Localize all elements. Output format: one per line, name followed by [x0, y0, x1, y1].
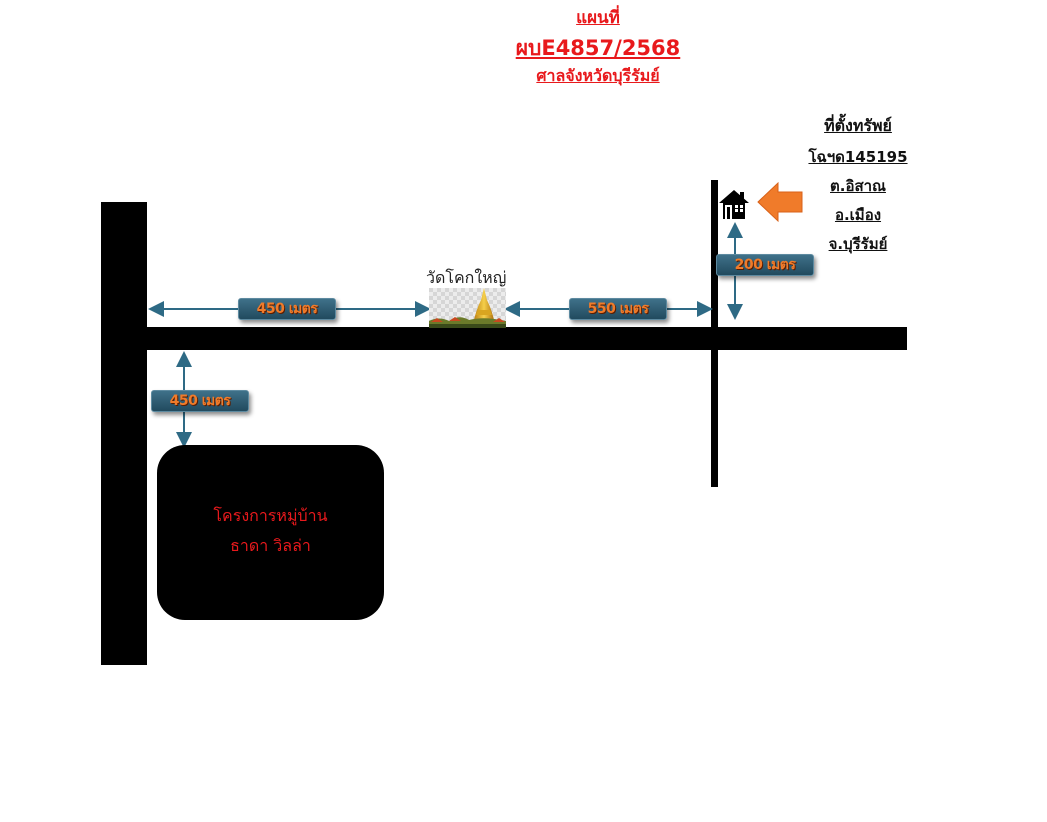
temple-icon	[429, 288, 506, 328]
province: จ.บุรีรัมย์	[828, 235, 888, 253]
deed-number: โฉฯด145195	[808, 148, 908, 166]
project-name-line2: ธาดา วิลล่า	[230, 536, 311, 555]
project-name-line1: โครงการหมู่บ้าน	[213, 506, 328, 525]
court-name: ศาลจังหวัดบุรีรัมย์	[536, 66, 660, 85]
main-horizontal-road	[101, 327, 907, 350]
subdistrict: ต.อิสาณ	[830, 177, 886, 195]
house-icon	[719, 190, 749, 219]
vertical-road-left	[101, 202, 147, 665]
distance-label-right-horizontal: 550 เมตร	[569, 298, 667, 320]
map-title: แผนที่	[576, 8, 620, 28]
side-road-right	[711, 180, 718, 487]
orange-arrow-icon	[757, 181, 803, 223]
distance-label-left-horizontal: 450 เมตร	[238, 298, 336, 320]
distance-label-vertical-left: 450 เมตร	[151, 390, 249, 412]
housing-project-block	[157, 445, 384, 620]
district: อ.เมือง	[834, 206, 882, 224]
temple-name: วัดโคกใหญ่	[426, 268, 507, 287]
distance-label-vertical-property: 200 เมตร	[716, 254, 814, 276]
location-title: ที่ตั้งทรัพย์	[824, 116, 892, 135]
case-number: ผบE4857/2568	[515, 36, 681, 60]
